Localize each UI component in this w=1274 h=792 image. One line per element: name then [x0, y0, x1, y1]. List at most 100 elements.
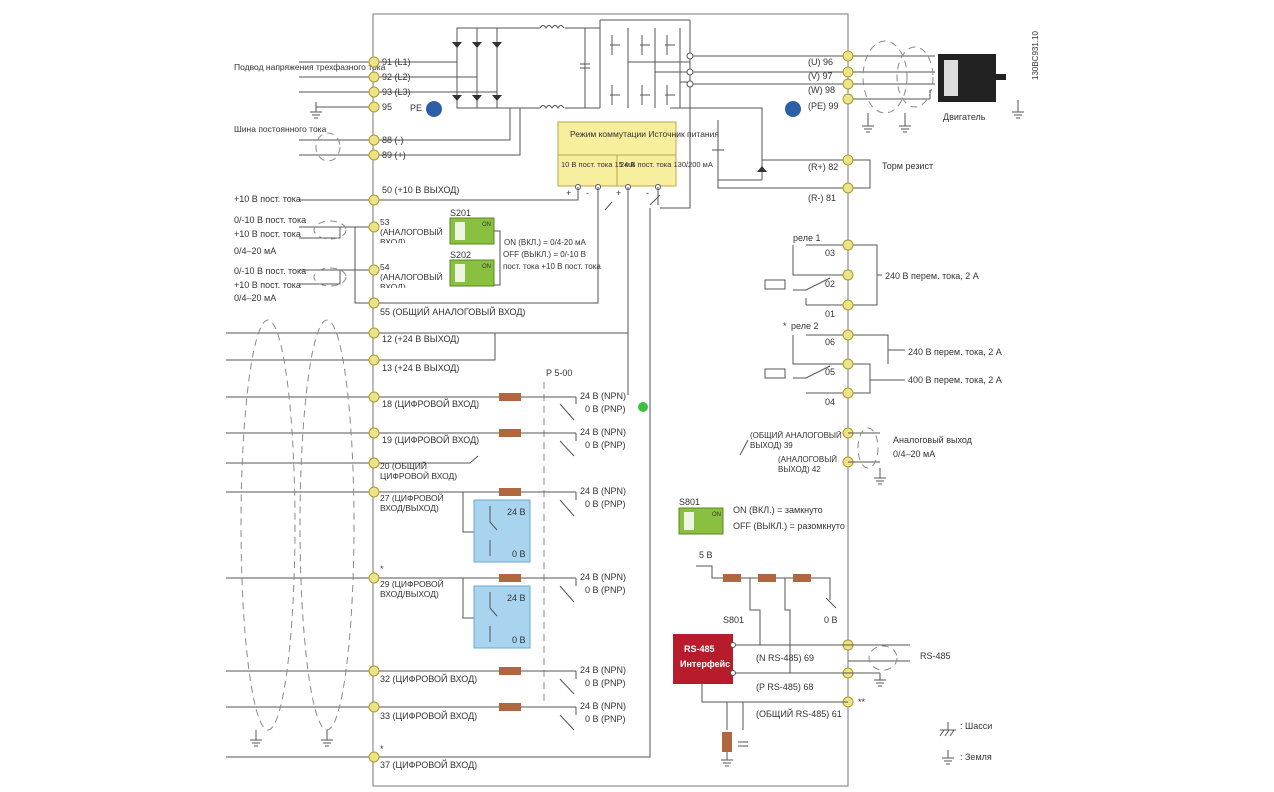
- pnp-29: 0 В (PNP): [585, 585, 626, 595]
- terminal-04[interactable]: 04: [825, 387, 854, 407]
- npn-18: 24 В (NPN): [580, 391, 626, 401]
- npn-19: 24 В (NPN): [580, 427, 626, 437]
- terminal-29[interactable]: 29 (ЦИФРОВОЙ ВХОД/ВЫХОД): [368, 572, 452, 605]
- terminal-81[interactable]: (R-) 81: [808, 182, 854, 203]
- terminal-82[interactable]: (R+) 82: [808, 154, 854, 172]
- terminal-33[interactable]: 33 (ЦИФРОВОЙ ВХОД): [368, 701, 477, 721]
- svg-text:50 (+10 В ВЫХОД): 50 (+10 В ВЫХОД): [382, 185, 459, 195]
- terminal-61[interactable]: (ОБЩИЙ RS-485) 61: [756, 696, 854, 719]
- terminal-19[interactable]: 19 (ЦИФРОВОЙ ВХОД): [368, 427, 479, 445]
- terminal-20[interactable]: 20 (ОБЩИЙ ЦИФРОВОЙ ВХОД): [368, 457, 476, 487]
- terminal-69[interactable]: (N RS-485) 69: [756, 639, 854, 663]
- plus10-label: +10 В пост. тока: [234, 194, 301, 204]
- terminal-05[interactable]: 05: [825, 358, 854, 377]
- legend-chassis: : Шасси: [960, 721, 992, 731]
- pnp-18: 0 В (PNP): [585, 404, 626, 414]
- relay2-rating2: 400 В перем. тока, 2 А: [908, 375, 1002, 385]
- relay1-label: реле 1: [793, 233, 820, 243]
- relay2-rating1: 240 В перем. тока, 2 А: [908, 347, 1002, 357]
- svg-text:(V) 97: (V) 97: [808, 71, 833, 81]
- terminal-02[interactable]: 02: [825, 269, 854, 289]
- svg-text:88 (-): 88 (-): [382, 135, 404, 145]
- resistor-18: [499, 393, 521, 401]
- star-37: *: [380, 744, 384, 754]
- ai54-v2: +10 В пост. тока: [234, 280, 301, 290]
- s202-on: ON: [482, 264, 491, 270]
- terminal-92[interactable]: 92 (L2): [368, 71, 411, 83]
- s201-label: S201: [450, 208, 471, 218]
- terminal-27[interactable]: 27 (ЦИФРОВОЙ ВХОД/ВЫХОД): [368, 486, 452, 519]
- terminal-97[interactable]: (V) 97: [808, 66, 854, 81]
- terminal-91[interactable]: 91 (L1): [368, 56, 411, 68]
- terminal-27-label: 27 (ЦИФРОВОЙ ВХОД/ВЫХОД): [380, 493, 444, 513]
- rs485-5v: 5 В: [699, 550, 713, 560]
- terminal-96[interactable]: (U) 96: [808, 50, 854, 67]
- terminal-53-label: 53 (АНАЛОГОВЫЙ ВХОД): [380, 217, 443, 243]
- legend: : Шасси : Земля: [939, 721, 992, 765]
- s201-switch[interactable]: S201 ON: [449, 208, 495, 245]
- terminal-01[interactable]: 01: [825, 299, 854, 319]
- terminal-18[interactable]: 18 (ЦИФРОВОЙ ВХОД): [368, 391, 479, 409]
- terminal-54[interactable]: 54 (АНАЛОГОВЫЙ ВХОД): [368, 262, 452, 288]
- analog-output: Аналоговый выход 0/4–20 мА: [739, 427, 973, 485]
- rs485-line1: RS-485: [684, 644, 715, 654]
- svg-text:(R+) 82: (R+) 82: [808, 162, 838, 172]
- terminal-32[interactable]: 32 (ЦИФРОВОЙ ВХОД): [368, 665, 477, 684]
- doc-code: 130BC931.10: [1031, 31, 1040, 80]
- terminal-95[interactable]: 95: [368, 101, 392, 113]
- io29-24v: 24 В: [507, 593, 526, 603]
- pnp-19: 0 В (PNP): [585, 440, 626, 450]
- ai54-i: 0/4–20 мА: [234, 293, 276, 303]
- terminal-39[interactable]: (ОБЩИЙ АНАЛОГОВЫЙ ВЫХОД) 39: [750, 427, 854, 457]
- s202-switch[interactable]: S202 ON: [449, 250, 495, 287]
- motor-output: Двигатель: [848, 40, 1024, 133]
- terminal-50[interactable]: 50 (+10 В ВЫХОД): [368, 185, 459, 206]
- npn-32: 24 В (NPN): [580, 665, 626, 675]
- io27-24v: 24 В: [507, 507, 526, 517]
- terminal-68[interactable]: (P RS-485) 68: [756, 667, 854, 692]
- resistor-32: [499, 667, 521, 675]
- svg-text:(PE) 99: (PE) 99: [808, 101, 839, 111]
- svg-text:18 (ЦИФРОВОЙ ВХОД): 18 (ЦИФРОВОЙ ВХОД): [382, 398, 479, 409]
- dc-bus-label: Шина постоянного тока: [234, 124, 327, 134]
- terminal-12[interactable]: 12 (+24 В ВЫХОД): [368, 327, 459, 344]
- terminal-06[interactable]: 06: [825, 329, 854, 347]
- terminal-93[interactable]: 93 (L3): [368, 86, 411, 98]
- relay2-star: *: [783, 321, 787, 331]
- svg-text:(P RS-485) 68: (P RS-485) 68: [756, 682, 813, 692]
- terminal-37[interactable]: 37 (ЦИФРОВОЙ ВХОД): [368, 751, 477, 770]
- terminal-13[interactable]: 13 (+24 В ВЫХОД): [368, 354, 459, 373]
- relay2-label: реле 2: [791, 321, 818, 331]
- svg-text:(ОБЩИЙ RS-485) 61: (ОБЩИЙ RS-485) 61: [756, 708, 842, 719]
- rs485-resistor-1: [723, 574, 741, 582]
- motor-label: Двигатель: [943, 112, 986, 122]
- terminal-88[interactable]: 88 (-): [368, 134, 404, 146]
- s801-switch[interactable]: S801 ON: [678, 497, 724, 535]
- terminal-53[interactable]: 53 (АНАЛОГОВЫЙ ВХОД): [368, 217, 452, 243]
- svg-text:02: 02: [825, 279, 835, 289]
- sign-2: -: [586, 188, 589, 198]
- switch-on-rs: ON (ВКЛ.) = замкнуто: [733, 505, 823, 515]
- terminal-89[interactable]: 89 (+): [368, 149, 406, 161]
- sign-3: +: [616, 188, 621, 198]
- svg-text:37 (ЦИФРОВОЙ ВХОД): 37 (ЦИФРОВОЙ ВХОД): [380, 759, 477, 770]
- sign-1: +: [566, 188, 571, 198]
- param-p500: P 5-00: [546, 368, 572, 378]
- terminal-98[interactable]: (W) 98: [808, 78, 854, 95]
- terminal-03[interactable]: 03: [825, 239, 854, 258]
- switch-on-ana: ON (ВКЛ.) = 0/4-20 мА: [504, 238, 587, 247]
- ai54-v1: 0/-10 В пост. тока: [234, 266, 306, 276]
- legend-earth: : Земля: [960, 752, 992, 762]
- terminal-42[interactable]: (АНАЛОГОВЫЙ ВЫХОД) 42: [778, 455, 854, 481]
- terminal-99[interactable]: (PE) 99: [808, 93, 854, 111]
- svg-text:55 (ОБЩИЙ АНАЛОГОВЫЙ ВХОД): 55 (ОБЩИЙ АНАЛОГОВЫЙ ВХОД): [380, 306, 525, 317]
- svg-text:(N RS-485) 69: (N RS-485) 69: [756, 653, 814, 663]
- svg-text:(W) 98: (W) 98: [808, 85, 835, 95]
- relay-2: * реле 2 240 В перем. тока, 2 А 400 В пе…: [764, 321, 1002, 394]
- terminal-55[interactable]: 55 (ОБЩИЙ АНАЛОГОВЫЙ ВХОД): [368, 297, 525, 317]
- analog-out-range: 0/4–20 мА: [893, 449, 935, 459]
- svg-text:33 (ЦИФРОВОЙ ВХОД): 33 (ЦИФРОВОЙ ВХОД): [380, 710, 477, 721]
- rs485-resistor-3: [793, 574, 811, 582]
- npn-29: 24 В (NPN): [580, 572, 626, 582]
- rs485-resistor-2: [758, 574, 776, 582]
